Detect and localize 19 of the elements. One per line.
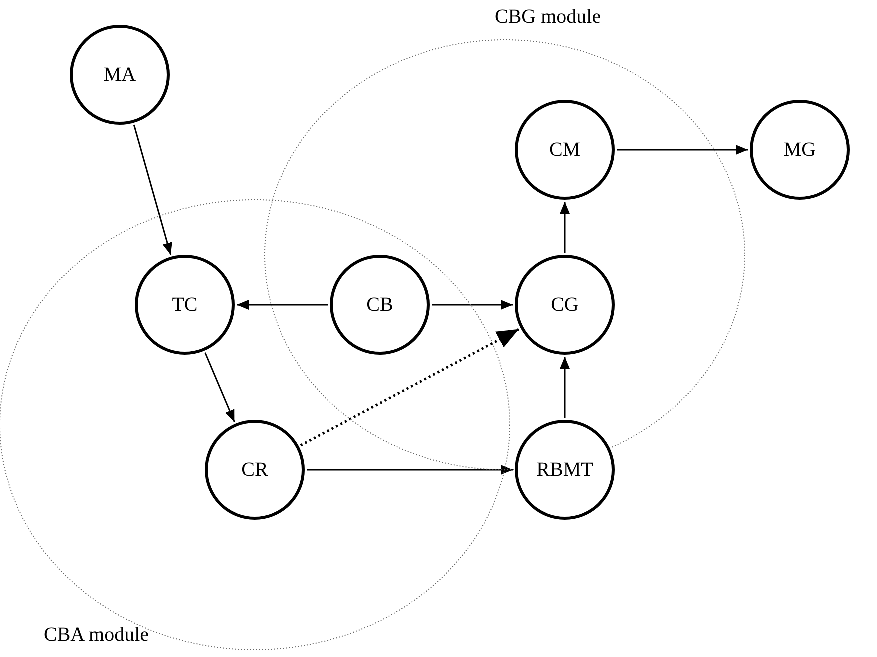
arrow — [204, 352, 236, 422]
arrow — [300, 328, 520, 447]
node-label: RBMT — [536, 458, 594, 482]
arrow — [307, 465, 513, 475]
arrow — [133, 124, 172, 256]
node-label: CM — [549, 138, 581, 162]
arrow — [560, 202, 570, 253]
node-label: MG — [784, 138, 816, 162]
module-label: CBG module — [495, 6, 602, 29]
node-label: CG — [551, 294, 579, 316]
node-label: CR — [242, 458, 268, 482]
node-label: CB — [366, 294, 394, 316]
arrow — [617, 145, 748, 155]
arrow — [560, 357, 570, 418]
module-label: CBA module — [44, 624, 150, 647]
arrow — [432, 300, 513, 310]
arrow — [237, 300, 328, 310]
node-label: TC — [172, 294, 198, 316]
node-label: MA — [104, 64, 136, 86]
